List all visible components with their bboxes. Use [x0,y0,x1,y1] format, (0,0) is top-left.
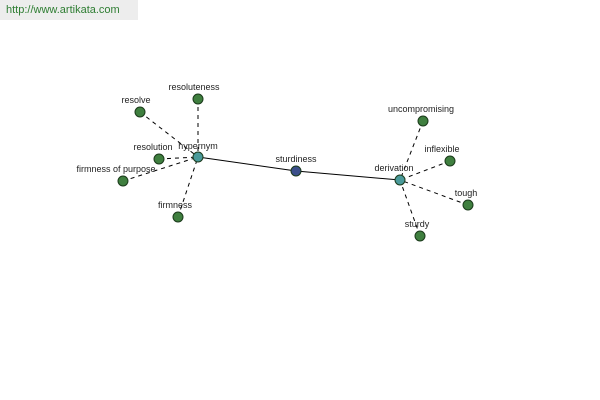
leaf-inflexible-node[interactable] [444,155,456,167]
edge-center-hypernym [197,156,297,172]
hub-hypernym-node[interactable] [192,151,204,163]
edge-hypernym-firmness [177,156,199,218]
center-sturdiness-label[interactable]: sturdiness [275,154,317,164]
leaf-sturdy-label[interactable]: sturdy [405,219,430,229]
leaf-tough-node[interactable] [462,199,474,211]
hub-derivation-label[interactable]: derivation [374,163,413,173]
leaf-firmness-of-purpose-node[interactable] [117,175,129,187]
edge-center-derivation [295,170,401,181]
leaf-sturdy-node[interactable] [414,230,426,242]
leaf-inflexible-label[interactable]: inflexible [424,144,459,154]
leaf-resolution-node[interactable] [153,153,165,165]
leaf-uncompromising-label[interactable]: uncompromising [388,104,454,114]
hub-derivation-node[interactable] [394,174,406,186]
hub-hypernym-label[interactable]: hypernym [178,141,218,151]
edge-hypernym-resolution [158,156,199,160]
edge-derivation-inflexible [399,160,451,181]
leaf-uncompromising-node[interactable] [417,115,429,127]
leaf-firmness-node[interactable] [172,211,184,223]
leaf-firmness-of-purpose-label[interactable]: firmness of purpose [76,164,155,174]
edge-derivation-sturdy [399,179,421,237]
edge-hypernym-firmness-of-purpose [122,156,199,182]
leaf-resolve-label[interactable]: resolve [121,95,150,105]
leaf-resoluteness-node[interactable] [192,93,204,105]
leaf-resolve-node[interactable] [134,106,146,118]
leaf-tough-label[interactable]: tough [455,188,478,198]
leaf-resolution-label[interactable]: resolution [133,142,172,152]
center-sturdiness-node[interactable] [290,165,302,177]
site-url-banner[interactable]: http://www.artikata.com [0,0,138,20]
edge-derivation-uncompromising [399,120,424,181]
leaf-firmness-label[interactable]: firmness [158,200,193,210]
leaf-resoluteness-label[interactable]: resoluteness [168,82,220,92]
